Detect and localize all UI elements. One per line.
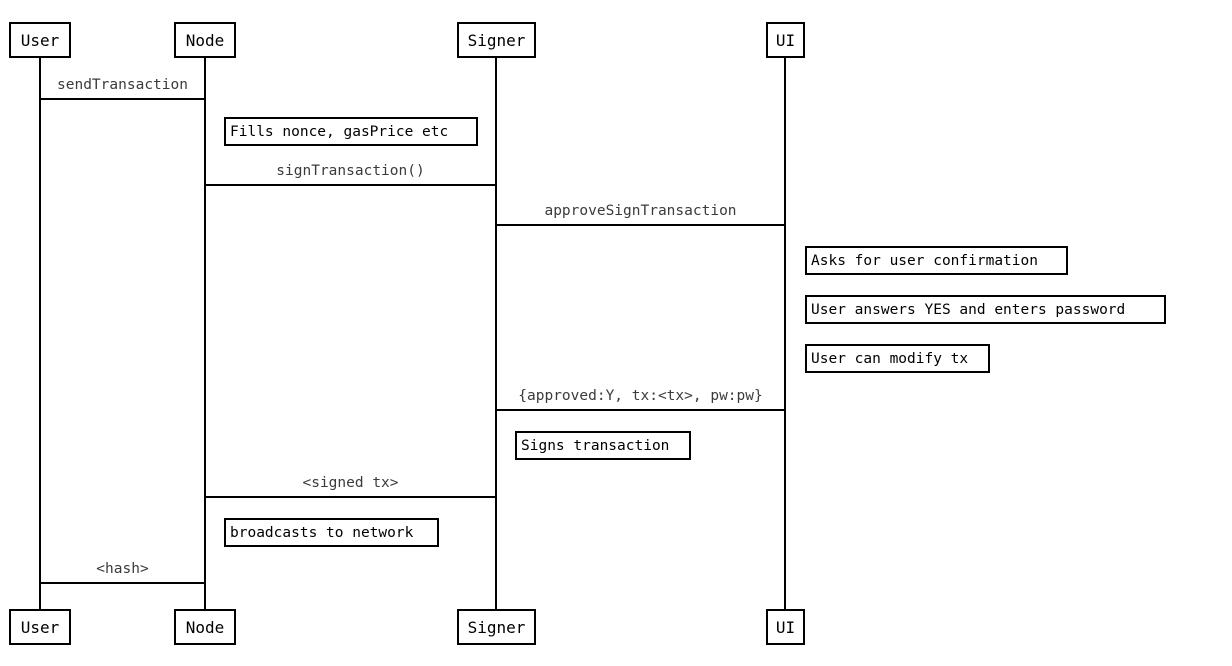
participant-box-ui-bottom[interactable]: UI [766, 609, 805, 645]
participant-label-user-bottom: User [20, 617, 60, 637]
message-label-signed-tx: <signed tx> [302, 475, 399, 491]
note-label-broadcasts-to-network: broadcasts to network [230, 524, 414, 541]
participant-box-signer-bottom[interactable]: Signer [457, 609, 536, 645]
participant-box-signer-top[interactable]: Signer [457, 22, 536, 58]
note-user-answers-yes: User answers YES and enters password [805, 295, 1166, 324]
message-line-hash [39, 582, 206, 584]
participant-box-user-top[interactable]: User [9, 22, 71, 58]
lifeline-ui [784, 57, 786, 609]
message-label-approvesigntransaction: approveSignTransaction [544, 203, 737, 219]
participant-label-node-top: Node [185, 30, 225, 50]
note-asks-for-user-confirmation: Asks for user confirmation [805, 246, 1068, 275]
lifeline-node [204, 57, 206, 609]
participant-box-node-bottom[interactable]: Node [174, 609, 236, 645]
message-line-approvesigntransaction [495, 224, 786, 226]
note-label-user-answers-yes: User answers YES and enters password [811, 301, 1126, 318]
participant-label-ui-top: UI [775, 30, 796, 50]
message-label-hash: <hash> [96, 561, 149, 577]
note-label-asks-for-user-confirmation: Asks for user confirmation [811, 252, 1038, 269]
participant-label-ui-bottom: UI [775, 617, 796, 637]
lifeline-user [39, 57, 41, 609]
note-user-can-modify-tx: User can modify tx [805, 344, 990, 373]
message-label-sendtransaction: sendTransaction [57, 77, 188, 93]
note-label-user-can-modify-tx: User can modify tx [811, 350, 969, 367]
lifeline-signer [495, 57, 497, 609]
message-label-approved-payload: {approved:Y, tx:<tx>, pw:pw} [518, 388, 763, 404]
message-line-approved-payload [495, 409, 786, 411]
note-signs-transaction: Signs transaction [515, 431, 691, 460]
note-label-signs-transaction: Signs transaction [521, 437, 670, 454]
note-broadcasts-to-network: broadcasts to network [224, 518, 439, 547]
message-label-signtransaction: signTransaction() [276, 163, 425, 179]
participant-box-node-top[interactable]: Node [174, 22, 236, 58]
participant-box-user-bottom[interactable]: User [9, 609, 71, 645]
note-label-fills-nonce-gasprice: Fills nonce, gasPrice etc [230, 123, 449, 140]
message-line-signed-tx [204, 496, 497, 498]
message-line-signtransaction [204, 184, 497, 186]
note-fills-nonce-gasprice: Fills nonce, gasPrice etc [224, 117, 478, 146]
participant-label-signer-top: Signer [467, 30, 526, 50]
participant-label-signer-bottom: Signer [467, 617, 526, 637]
message-line-sendtransaction [39, 98, 206, 100]
participant-box-ui-top[interactable]: UI [766, 22, 805, 58]
participant-label-user-top: User [20, 30, 60, 50]
participant-label-node-bottom: Node [185, 617, 225, 637]
